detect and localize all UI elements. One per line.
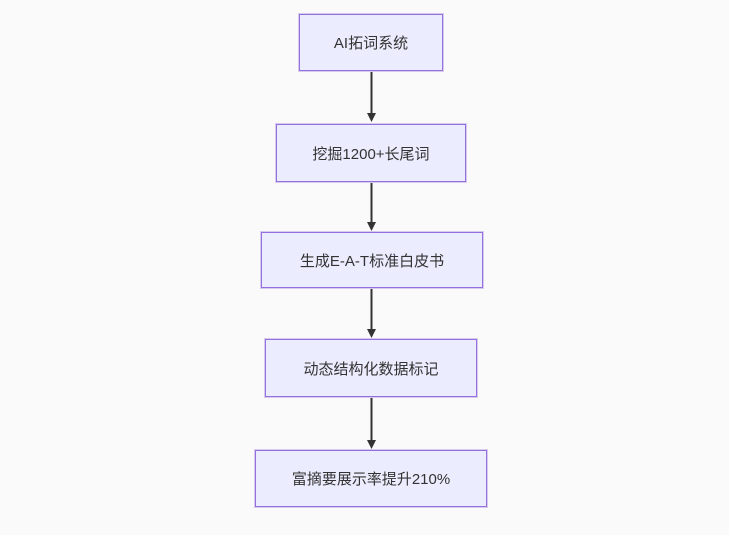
flow-node-label: 富摘要展示率提升210% [291, 471, 451, 488]
arrow-4 [367, 398, 376, 449]
flow-node-ai-keyword-system: AI拓词系统 [299, 14, 443, 71]
flow-node-label: 生成E-A-T标准白皮书 [299, 252, 445, 270]
flow-node-label: 动态结构化数据标记 [303, 360, 439, 378]
arrow-1 [367, 72, 376, 122]
flow-node-rich-snippet-result: 富摘要展示率提升210% [255, 450, 487, 507]
flow-node-structured-data: 动态结构化数据标记 [265, 339, 477, 397]
flow-node-eat-whitepaper: 生成E-A-T标准白皮书 [261, 232, 483, 288]
flow-node-longtail-mining: 挖掘1200+长尾词 [276, 124, 466, 182]
arrow-3 [367, 289, 376, 338]
flow-node-label: AI拓词系统 [333, 35, 409, 52]
flow-node-label: 挖掘1200+长尾词 [312, 145, 430, 163]
arrow-2 [367, 183, 376, 231]
